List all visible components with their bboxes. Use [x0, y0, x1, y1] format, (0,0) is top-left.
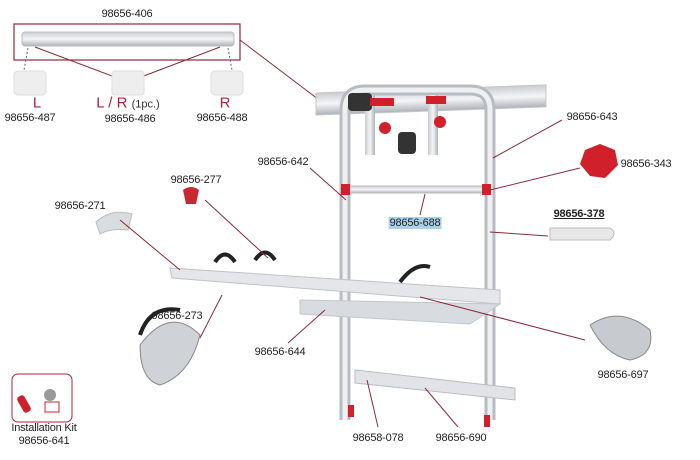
wheel-knob-part	[183, 187, 199, 204]
side-center-text: L / R	[96, 94, 128, 112]
frame	[169, 84, 547, 427]
label-bottom-bar: 98656-690	[435, 432, 487, 444]
label-cap-right: 98656-488	[196, 112, 248, 124]
label-wheel-knob: 98656-277	[170, 174, 222, 186]
top-bar-part	[13, 23, 336, 113]
label-cross-bar: 98656-688	[388, 217, 442, 229]
label-kit: 98656-641	[18, 435, 70, 447]
label-clamp: 98656-378	[553, 208, 605, 220]
label-bottom-pin: 98658-078	[352, 432, 404, 444]
wheel-cradle-part	[589, 315, 652, 361]
side-left: L	[32, 94, 42, 112]
label-frame: 98656-643	[566, 111, 618, 123]
clamp-part	[549, 227, 615, 241]
label-cap-left: 98656-487	[4, 112, 56, 124]
label-upright: 98656-642	[257, 156, 309, 168]
side-right: R	[219, 94, 231, 112]
label-rail-end: 98656-271	[54, 200, 106, 212]
label-wheel-cradle: 98656-697	[597, 369, 649, 381]
label-rail: 98656-644	[254, 346, 306, 358]
center-qty: (1pc.)	[131, 98, 160, 111]
label-wheel-holder: 98656-273	[151, 310, 203, 322]
wheel-holder-part	[139, 321, 201, 386]
side-center: L / R (1pc.)	[96, 95, 159, 112]
rail-end-part	[95, 211, 133, 235]
label-kit-name: Installation Kit	[11, 422, 77, 434]
label-cap-center: 98656-486	[104, 113, 156, 125]
leader-lines	[119, 119, 586, 428]
label-red-knob: 98656-343	[620, 158, 672, 170]
red-knob-part	[580, 144, 618, 178]
label-top-bar: 98656-406	[101, 8, 153, 20]
